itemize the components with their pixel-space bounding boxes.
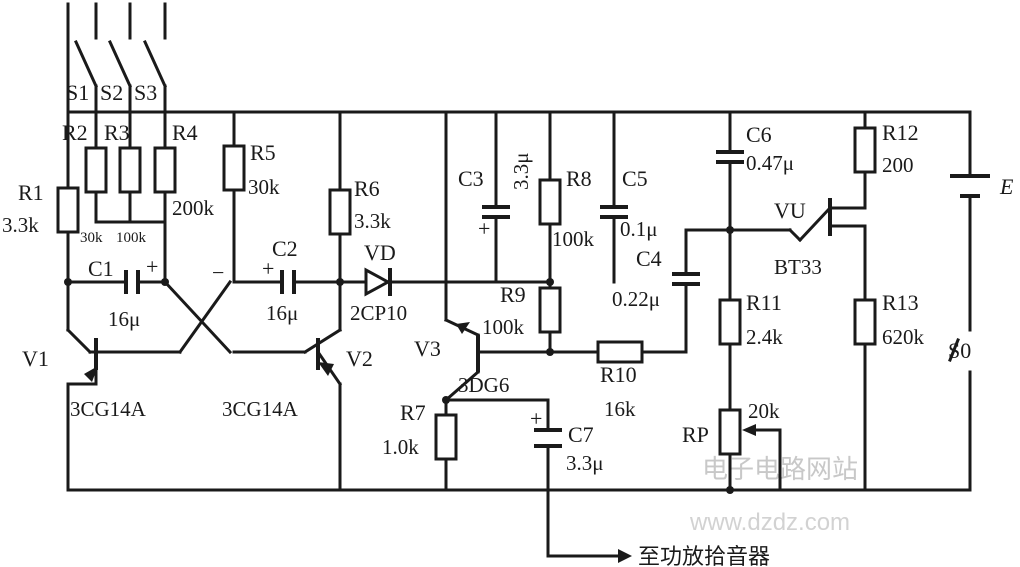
label-r12: R12 [882,120,919,145]
value-r7: 1.0k [382,435,419,459]
label-r8: R8 [566,166,592,191]
label-s1: S1 [66,80,89,105]
label-s3: S3 [134,80,157,105]
value-c4: 0.22μ [612,287,660,311]
label-c6: C6 [746,122,772,147]
label-r11: R11 [746,290,782,315]
value-r5: 30k [248,175,280,199]
value-r1: 3.3k [2,213,39,237]
label-c4: C4 [636,246,662,271]
label-c5: C5 [622,166,648,191]
label-c3: C3 [458,166,484,191]
value-r3: 100k [116,230,147,246]
c1-plus: + [146,254,158,279]
semiconductors [84,198,832,436]
value-c7: 3.3μ [566,451,604,475]
label-r5: R5 [250,140,276,165]
junction-dots [64,226,734,494]
label-e: E [999,174,1014,199]
c3-plus: + [478,216,490,241]
value-r6: 3.3k [354,209,391,233]
value-r2: 30k [80,230,103,246]
label-r7: R7 [400,400,426,425]
c2-plus: + [262,256,274,281]
label-v2: V2 [346,346,373,371]
label-r2: R2 [62,120,88,145]
label-s0: S0 [948,338,971,363]
value-c2: 16μ [266,301,298,325]
wiring [65,2,972,563]
label-c7: C7 [568,422,594,447]
label-c2: C2 [272,236,298,261]
label-v1: V1 [22,346,49,371]
c7-plus: + [530,406,542,431]
value-c6: 0.47μ [746,151,794,175]
value-r8: 100k [552,227,595,251]
label-c1: C1 [88,256,114,281]
value-r13: 620k [882,325,925,349]
label-r1: R1 [18,180,44,205]
type-v1: 3CG14A [70,397,147,421]
label-v3: V3 [414,336,441,361]
output-label: 至功放拾音器 [638,545,770,567]
label-rp: RP [682,422,709,447]
value-r10: 16k [604,397,636,421]
watermark: 电子电路网站 www.dzdz.com [689,455,858,536]
label-s2: S2 [100,80,123,105]
value-r11: 2.4k [746,325,783,349]
c2-minus: − [212,260,224,285]
type-vd: 2CP10 [350,301,407,325]
value-r4: 200k [172,196,215,220]
label-r10: R10 [600,362,637,387]
value-c3: 3.3μ [509,152,533,190]
value-r9: 100k [482,315,525,339]
label-r3: R3 [104,120,130,145]
label-r4: R4 [172,120,198,145]
resistor-bodies [56,126,877,461]
label-vd: VD [364,240,396,265]
capacitor-plates [124,150,990,448]
type-vu: BT33 [774,255,822,279]
value-c5: 0.1μ [620,217,658,241]
value-rp: 20k [748,399,780,423]
value-r12: 200 [882,153,914,177]
watermark-url: www.dzdz.com [689,509,850,536]
type-v3: 3DG6 [458,373,509,397]
component-labels: S1 S2 S3 S0 R1 3.3k R2 30k R3 100k R4 20… [2,80,1014,567]
label-r9: R9 [500,282,526,307]
value-c1: 16μ [108,307,140,331]
label-r6: R6 [354,176,380,201]
label-vu: VU [774,198,806,223]
type-v2: 3CG14A [222,397,299,421]
label-r13: R13 [882,290,919,315]
